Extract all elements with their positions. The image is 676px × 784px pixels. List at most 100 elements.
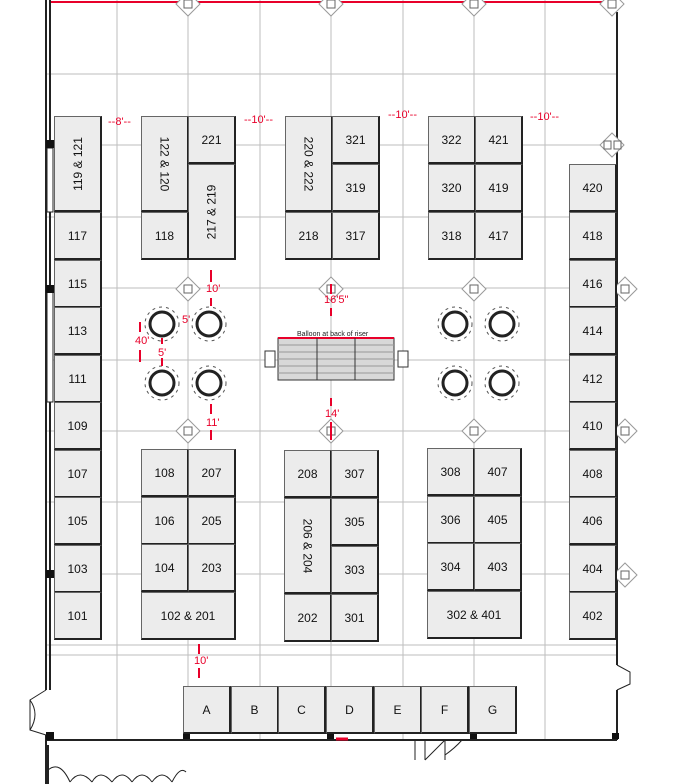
booth-205[interactable]: 205	[188, 497, 236, 545]
booth-412[interactable]: 412	[569, 355, 617, 403]
booth-label: 416	[582, 276, 603, 291]
booth-320[interactable]: 320	[428, 164, 476, 212]
booth-label: 203	[201, 560, 222, 575]
stage-riser	[264, 337, 409, 381]
riser-note: Balloon at back of riser	[297, 331, 369, 338]
booth-104[interactable]: 104	[141, 544, 189, 592]
booth-419[interactable]: 419	[475, 164, 523, 212]
booth-105[interactable]: 105	[54, 497, 102, 545]
booth-label: 304	[440, 559, 461, 574]
booth-218[interactable]: 218	[285, 212, 333, 260]
booth-label: 419	[488, 180, 509, 195]
booth-f[interactable]: F	[421, 686, 469, 734]
booth-421[interactable]: 421	[475, 116, 523, 164]
booth-113[interactable]: 113	[54, 307, 102, 355]
booth-a[interactable]: A	[183, 686, 231, 734]
round-table	[484, 306, 520, 342]
structural-columns	[46, 140, 619, 740]
doors	[29, 664, 631, 783]
round-tables	[144, 306, 520, 401]
booth-408[interactable]: 408	[569, 450, 617, 498]
booth-label: 420	[582, 180, 603, 195]
round-table	[191, 365, 227, 401]
booth-label: 206 & 204	[300, 518, 315, 573]
booth-217-219[interactable]: 217 & 219	[188, 164, 236, 260]
booth-403[interactable]: 403	[474, 543, 522, 591]
booth-label: 103	[67, 561, 88, 576]
outlet-symbols	[183, 0, 630, 580]
booth-117[interactable]: 117	[54, 212, 102, 260]
booth-label: 306	[440, 512, 461, 527]
booth-221[interactable]: 221	[188, 116, 236, 164]
booth-303[interactable]: 303	[331, 546, 379, 594]
dimension-label: 40'	[135, 335, 150, 347]
booth-404[interactable]: 404	[569, 545, 617, 593]
booth-label: G	[487, 702, 498, 717]
booth-317[interactable]: 317	[332, 212, 380, 260]
booth-301[interactable]: 301	[331, 594, 379, 642]
booth-410[interactable]: 410	[569, 402, 617, 450]
booth-306[interactable]: 306	[427, 496, 475, 544]
booth-307[interactable]: 307	[331, 450, 379, 498]
booth-label: 406	[582, 513, 603, 528]
booth-111[interactable]: 111	[54, 355, 102, 403]
booth-label: 122 & 120	[157, 136, 172, 191]
booth-406[interactable]: 406	[569, 497, 617, 545]
booth-e[interactable]: E	[374, 686, 422, 734]
booth-label: 417	[488, 228, 509, 243]
booth-319[interactable]: 319	[332, 164, 380, 212]
booth-g[interactable]: G	[469, 686, 517, 734]
booth-102-201[interactable]: 102 & 201	[141, 592, 236, 640]
booth-405[interactable]: 405	[474, 496, 522, 544]
dimension-label: --10'--	[530, 111, 559, 123]
booth-115[interactable]: 115	[54, 260, 102, 308]
booth-418[interactable]: 418	[569, 212, 617, 260]
booth-417[interactable]: 417	[475, 212, 523, 260]
booth-label: 322	[441, 132, 462, 147]
booth-305[interactable]: 305	[331, 498, 379, 546]
booth-308[interactable]: 308	[427, 448, 475, 496]
booth-207[interactable]: 207	[188, 449, 236, 497]
dimension-label: 10'	[194, 655, 209, 667]
booth-118[interactable]: 118	[141, 212, 189, 260]
booth-label: 321	[345, 132, 366, 147]
booth-402[interactable]: 402	[569, 592, 617, 640]
booth-322[interactable]: 322	[428, 116, 476, 164]
booth-203[interactable]: 203	[188, 544, 236, 592]
booth-122-120[interactable]: 122 & 120	[141, 116, 189, 212]
booth-label: 412	[582, 371, 603, 386]
booth-414[interactable]: 414	[569, 307, 617, 355]
booth-318[interactable]: 318	[428, 212, 476, 260]
booth-b[interactable]: B	[231, 686, 279, 734]
booth-208[interactable]: 208	[284, 450, 332, 498]
booth-420[interactable]: 420	[569, 164, 617, 212]
round-table	[191, 306, 227, 342]
booth-407[interactable]: 407	[474, 448, 522, 496]
booth-108[interactable]: 108	[141, 449, 189, 497]
booth-109[interactable]: 109	[54, 402, 102, 450]
booth-label: 205	[201, 513, 222, 528]
booth-304[interactable]: 304	[427, 543, 475, 591]
booth-106[interactable]: 106	[141, 497, 189, 545]
booth-103[interactable]: 103	[54, 545, 102, 593]
booth-d[interactable]: D	[326, 686, 374, 734]
round-table	[437, 306, 473, 342]
booth-119-121[interactable]: 119 & 121	[54, 116, 102, 212]
booth-label: A	[202, 702, 211, 717]
booth-label: F	[440, 702, 449, 717]
booth-416[interactable]: 416	[569, 260, 617, 308]
booth-321[interactable]: 321	[332, 116, 380, 164]
booth-101[interactable]: 101	[54, 592, 102, 640]
round-table	[144, 365, 180, 401]
dimension-label: 5'	[158, 347, 167, 359]
booth-label: 301	[344, 610, 365, 625]
booth-206-204[interactable]: 206 & 204	[284, 498, 332, 594]
booth-c[interactable]: C	[278, 686, 326, 734]
booth-label: 407	[487, 464, 508, 479]
booth-202[interactable]: 202	[284, 594, 332, 642]
booth-label: D	[345, 702, 354, 717]
booth-220-222[interactable]: 220 & 222	[285, 116, 333, 212]
booth-label: 117	[67, 228, 88, 243]
booth-107[interactable]: 107	[54, 450, 102, 498]
booth-302-401[interactable]: 302 & 401	[427, 591, 522, 639]
